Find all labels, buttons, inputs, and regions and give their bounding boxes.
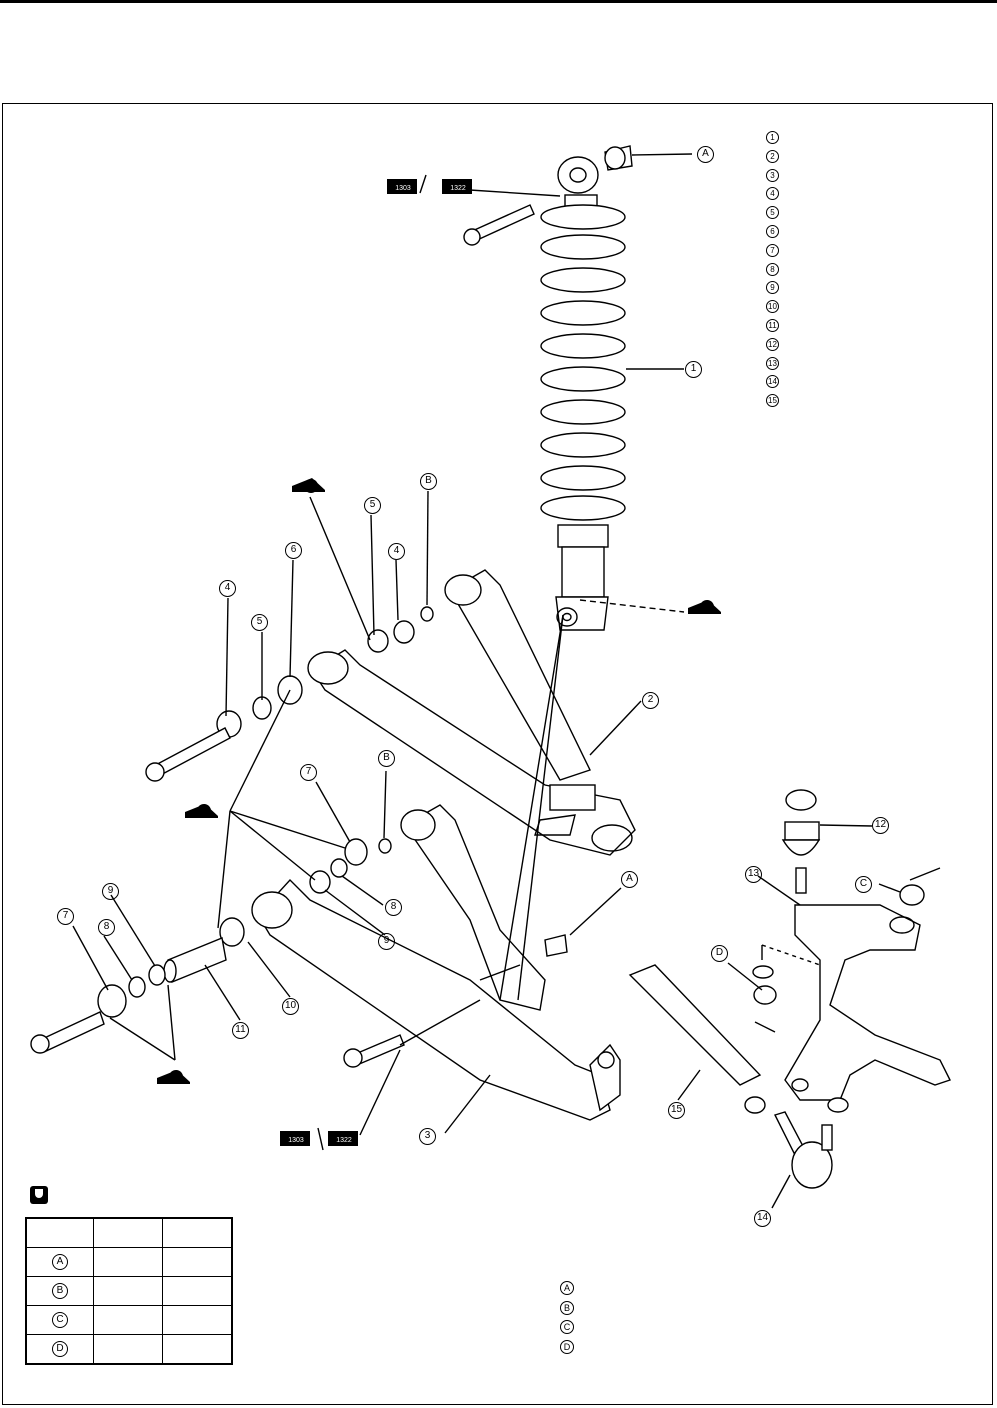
svg-text:1322: 1322 bbox=[336, 1137, 352, 1144]
fastener-legend: A B C D bbox=[560, 1278, 574, 1356]
callout-11: 8 bbox=[98, 919, 115, 936]
legend-num-3: 3 bbox=[766, 168, 779, 182]
callout-24: C bbox=[855, 876, 872, 893]
legend-letter-d: D bbox=[560, 1339, 574, 1354]
callout-22: B bbox=[420, 473, 437, 490]
legend-letter-a: A bbox=[560, 1281, 574, 1295]
callout-0: 1 bbox=[685, 361, 702, 378]
torque-row-d: D bbox=[25, 1334, 233, 1365]
steering-knuckle bbox=[784, 904, 951, 1101]
shock-absorber-assembly bbox=[540, 156, 626, 631]
callout-17: 13 bbox=[745, 866, 762, 883]
torque-letter-a: A bbox=[52, 1254, 68, 1270]
callout-15: 11 bbox=[232, 1022, 249, 1039]
callout-3: 4 bbox=[219, 580, 236, 597]
callout-1: 2 bbox=[642, 692, 659, 709]
top-rule bbox=[0, 0, 997, 3]
thread-lock-icon-top: 1303 1322 bbox=[387, 179, 472, 194]
torque-row-a: A bbox=[25, 1247, 233, 1277]
diagram-frame bbox=[2, 103, 993, 1405]
torque-letter-d: D bbox=[52, 1341, 68, 1357]
callout-9: 7 bbox=[57, 908, 74, 925]
parts-legend: 1 2 3 4 5 6 7 8 9 10 11 12 13 14 15 bbox=[766, 127, 779, 409]
callout-19: 15 bbox=[668, 1102, 685, 1119]
legend-num-11: 11 bbox=[766, 318, 779, 332]
legend-num-6: 6 bbox=[766, 224, 779, 238]
callout-16: 12 bbox=[872, 817, 889, 834]
torque-header-row bbox=[25, 1217, 233, 1248]
callout-12: 9 bbox=[378, 933, 395, 950]
thread-lock-icon-bottom: 1303 1322 bbox=[280, 1131, 358, 1146]
torque-letter-b: B bbox=[52, 1283, 68, 1299]
callout-4: 4 bbox=[388, 543, 405, 560]
legend-num-8: 8 bbox=[766, 262, 779, 276]
upper-arm bbox=[307, 569, 636, 856]
callout-10: 8 bbox=[385, 899, 402, 916]
legend-num-15: 15 bbox=[766, 394, 779, 408]
legend-num-4: 4 bbox=[766, 187, 779, 201]
lower-arm bbox=[251, 804, 621, 1121]
svg-text:1322: 1322 bbox=[450, 185, 466, 192]
legend-num-12: 12 bbox=[766, 337, 779, 351]
torque-wrench-icon bbox=[30, 1186, 48, 1204]
callout-23: B bbox=[378, 750, 395, 767]
callout-20: A bbox=[697, 146, 714, 163]
legend-num-7: 7 bbox=[766, 243, 779, 257]
legend-num-5: 5 bbox=[766, 206, 779, 220]
callout-2: 3 bbox=[419, 1128, 436, 1145]
legend-letter-c: C bbox=[560, 1320, 574, 1334]
legend-num-10: 10 bbox=[766, 300, 779, 314]
torque-row-b: B bbox=[25, 1276, 233, 1306]
legend-num-9: 9 bbox=[766, 281, 779, 295]
callout-21: A bbox=[621, 871, 638, 888]
callout-6: 5 bbox=[364, 497, 381, 514]
legend-num-14: 14 bbox=[766, 375, 779, 389]
callout-25: D bbox=[711, 945, 728, 962]
callout-8: 7 bbox=[300, 764, 317, 781]
callout-14: 10 bbox=[282, 998, 299, 1015]
legend-num-13: 13 bbox=[766, 356, 779, 370]
torque-table: A B C D bbox=[25, 1217, 233, 1365]
torque-row-c: C bbox=[25, 1305, 233, 1335]
legend-num-1: 1 bbox=[766, 131, 779, 144]
legend-letter-b: B bbox=[560, 1300, 574, 1315]
callout-18: 14 bbox=[754, 1210, 771, 1227]
callout-5: 5 bbox=[251, 614, 268, 631]
torque-letter-c: C bbox=[52, 1312, 68, 1328]
callout-13: 9 bbox=[102, 883, 119, 900]
svg-text:1303: 1303 bbox=[395, 185, 411, 192]
callout-7: 6 bbox=[285, 542, 302, 559]
legend-num-2: 2 bbox=[766, 149, 779, 163]
svg-text:1303: 1303 bbox=[288, 1137, 304, 1144]
